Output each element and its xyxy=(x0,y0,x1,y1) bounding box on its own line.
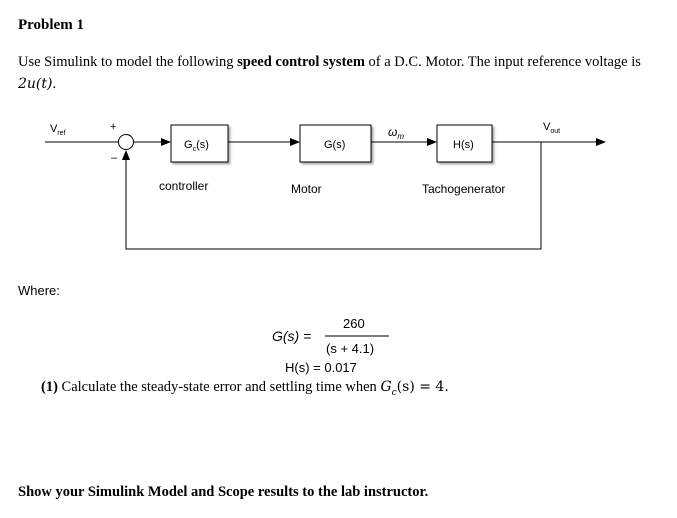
controller-caption: controller xyxy=(159,179,208,193)
motor-caption: Motor xyxy=(291,182,322,196)
g-equation-numerator: 260 xyxy=(343,316,365,331)
vref-label: Vref xyxy=(50,123,66,137)
summing-junction xyxy=(118,134,134,150)
gc-block-label: Gc(s) xyxy=(184,139,209,153)
vout-label: Vout xyxy=(543,121,560,135)
where-label: Where: xyxy=(18,283,60,298)
feedback-line xyxy=(122,142,542,250)
g-equation-lhs: G(s) = xyxy=(272,328,311,344)
h-block-label: H(s) xyxy=(453,139,474,151)
problem-intro: Use Simulink to model the following spee… xyxy=(18,51,668,95)
gc-block xyxy=(170,124,229,163)
question-number: (1) xyxy=(41,379,58,395)
question-gc-value: (s) = 4. xyxy=(396,379,449,395)
intro-text-2: of a D.C. Motor. The input reference vol… xyxy=(364,54,641,70)
footer-instruction: Show your Simulink Model and Scope resul… xyxy=(18,484,429,500)
intro-text-1: Use Simulink to model the following xyxy=(18,54,238,70)
tachogenerator-caption: Tachogenerator xyxy=(422,182,505,196)
intro-bold-text: speed control system xyxy=(237,54,365,70)
h-block xyxy=(436,124,493,163)
plus-sign: + xyxy=(110,121,116,133)
input-expression: 2u(t) xyxy=(18,76,53,92)
g-equation-denominator: (s + 4.1) xyxy=(326,341,374,356)
g-block xyxy=(299,124,372,163)
g-block-label: G(s) xyxy=(324,139,345,151)
problem-title: Problem 1 xyxy=(18,17,84,33)
minus-sign: – xyxy=(111,152,118,164)
question-text: Calculate the steady-state error and set… xyxy=(57,379,381,395)
question-gc-symbol: Gc xyxy=(380,379,397,398)
omega-m-label: ωm xyxy=(388,125,404,141)
intro-end: . xyxy=(52,76,57,92)
question-1: (1) Calculate the steady-state error and… xyxy=(41,379,449,398)
h-equation: H(s) = 0.017 xyxy=(285,360,357,375)
